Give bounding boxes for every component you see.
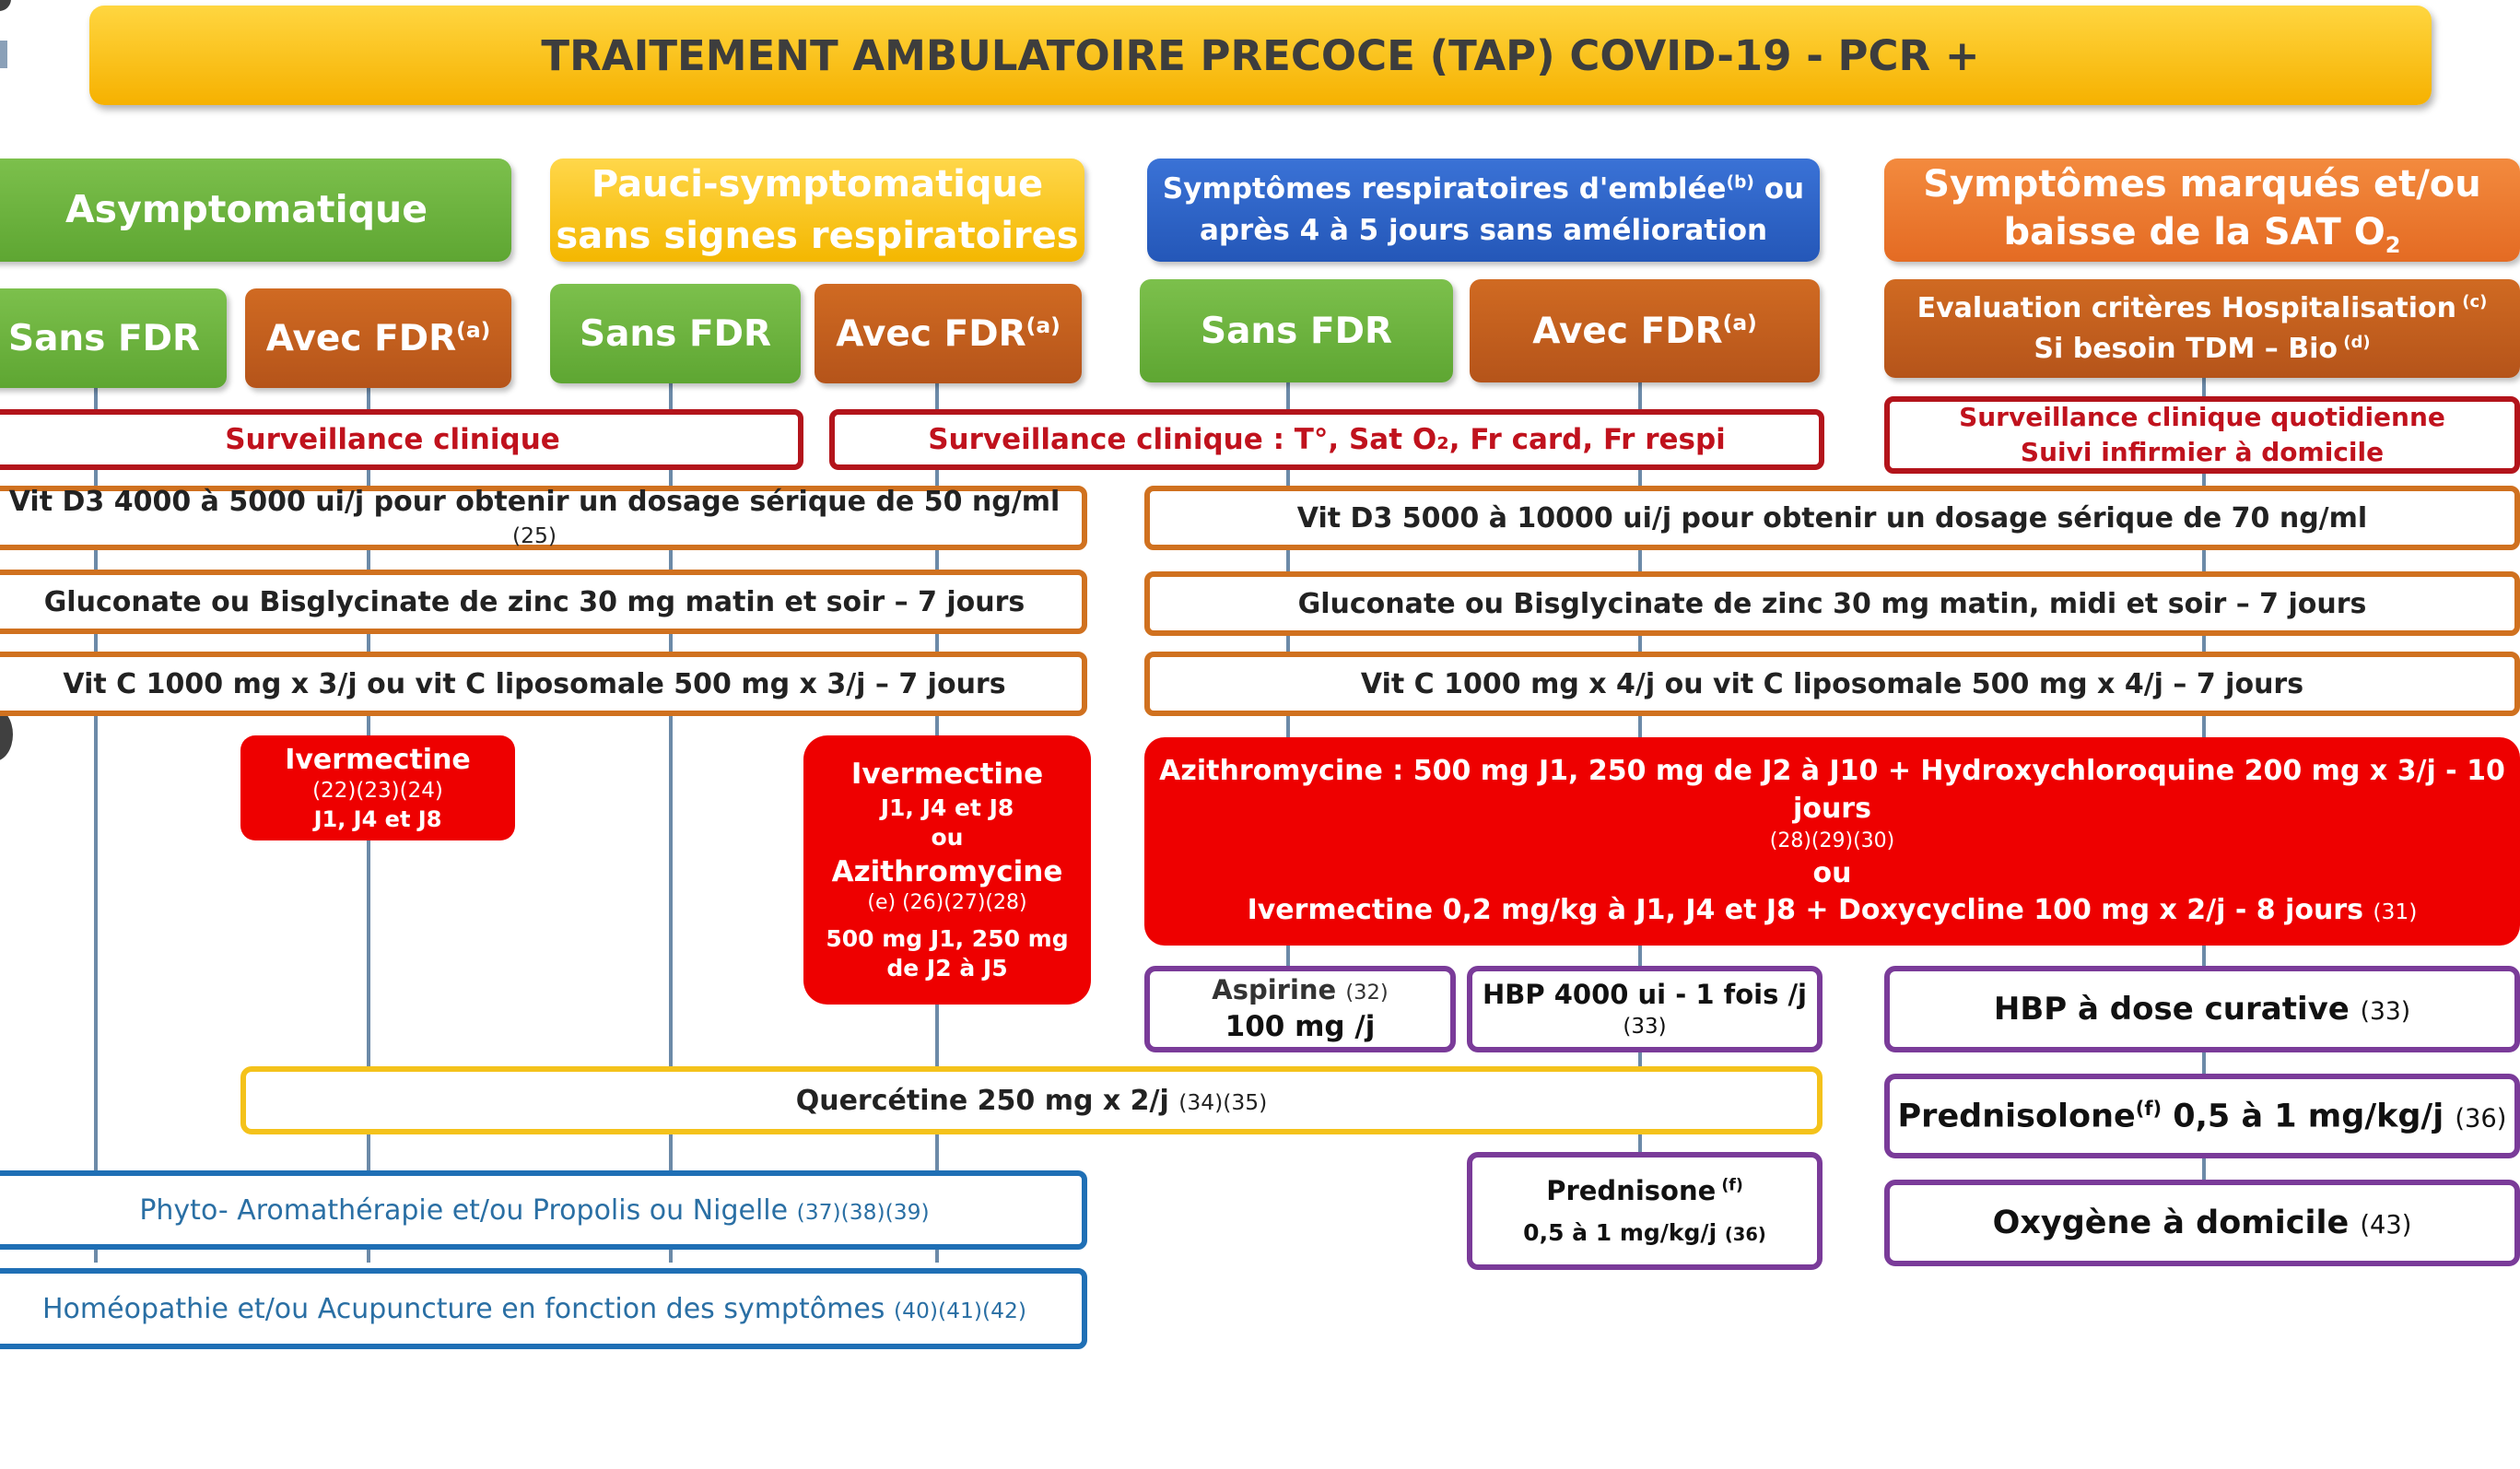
- surveillance-middle: Surveillance clinique : T°, Sat O₂, Fr c…: [829, 409, 1824, 470]
- header-asymptomatique: Asymptomatique: [0, 159, 511, 262]
- pauci-fdr-treatment-box: Ivermectine J1, J4 et J8 ou Azithromycin…: [803, 735, 1091, 1005]
- edge-fragment-mid: [0, 708, 13, 761]
- header-pauci: Pauci-symptomatique sans signes respirat…: [550, 159, 1084, 262]
- header-marques-line2: baisse de la SAT O2: [2003, 210, 2401, 258]
- surveillance-left: Surveillance clinique: [0, 409, 803, 470]
- oxygene-box: Oxygène à domicile (43): [1884, 1180, 2520, 1266]
- subgroup-asym-avec-fdr: Avec FDR(a): [245, 288, 511, 388]
- ivermectine-asym-box: Ivermectine (22)(23)(24) J1, J4 et J8: [240, 735, 515, 840]
- header-marques-line1: Symptômes marqués et/ou: [1923, 162, 2481, 206]
- prednisolone-box: Prednisolone(f) 0,5 à 1 mg/kg/j (36): [1884, 1074, 2520, 1158]
- zinc-left: Gluconate ou Bisglycinate de zinc 30 mg …: [0, 570, 1087, 634]
- subgroup-evaluation: Evaluation critères Hospitalisation (c) …: [1884, 279, 2520, 378]
- subgroup-pauci-sans-fdr: Sans FDR: [550, 284, 801, 383]
- hbp-curative-box: HBP à dose curative (33): [1884, 966, 2520, 1052]
- resp-treatment-box: Azithromycine : 500 mg J1, 250 mg de J2 …: [1144, 737, 2520, 946]
- header-resp-line2: après 4 à 5 jours sans amélioration: [1199, 214, 1768, 247]
- header-pauci-line1: Pauci-symptomatique: [591, 163, 1044, 206]
- subgroup-resp-sans-fdr: Sans FDR: [1140, 279, 1453, 382]
- edge-fragment-small: [0, 41, 7, 68]
- surveillance-right: Surveillance clinique quotidienne Suivi …: [1884, 396, 2520, 474]
- phyto-box: Phyto- Aromathérapie et/ou Propolis ou N…: [0, 1170, 1087, 1250]
- header-resp-line1: Symptômes respiratoires d'emblée(b) ou: [1162, 172, 1805, 206]
- header-respiratoires: Symptômes respiratoires d'emblée(b) ou a…: [1147, 159, 1820, 262]
- subgroup-asym-sans-fdr: Sans FDR: [0, 288, 227, 388]
- vitd3-left: Vit D3 4000 à 5000 ui/j pour obtenir un …: [0, 486, 1087, 550]
- subgroup-resp-avec-fdr: Avec FDR(a): [1470, 279, 1820, 382]
- quercetine-box: Quercétine 250 mg x 2/j (34)(35): [240, 1066, 1823, 1134]
- prednisone-box: Prednisone (f) 0,5 à 1 mg/kg/j (36): [1467, 1152, 1823, 1270]
- vitd3-right: Vit D3 5000 à 10000 ui/j pour obtenir un…: [1144, 486, 2520, 550]
- vitc-right: Vit C 1000 mg x 4/j ou vit C liposomale …: [1144, 652, 2520, 716]
- edge-fragment-top: [0, 0, 11, 11]
- connector-pauci-sans: [669, 378, 673, 1263]
- header-pauci-line2: sans signes respiratoires: [556, 215, 1079, 257]
- header-marques: Symptômes marqués et/ou baisse de la SAT…: [1884, 159, 2520, 262]
- connector-asym-sans: [94, 378, 98, 1263]
- header-asymptomatique-label: Asymptomatique: [64, 187, 428, 232]
- title-banner: TRAITEMENT AMBULATOIRE PRECOCE (TAP) COV…: [89, 6, 2432, 105]
- zinc-right: Gluconate ou Bisglycinate de zinc 30 mg …: [1144, 571, 2520, 636]
- homeo-box: Homéopathie et/ou Acupuncture en fonctio…: [0, 1268, 1087, 1349]
- vitc-left: Vit C 1000 mg x 3/j ou vit C liposomale …: [0, 652, 1087, 716]
- page-title: TRAITEMENT AMBULATOIRE PRECOCE (TAP) COV…: [541, 30, 1980, 80]
- subgroup-pauci-avec-fdr: Avec FDR(a): [815, 284, 1082, 383]
- aspirine-box: Aspirine (32) 100 mg /j: [1144, 966, 1456, 1052]
- hbp-preventive-box: HBP 4000 ui - 1 fois /j (33): [1467, 966, 1823, 1052]
